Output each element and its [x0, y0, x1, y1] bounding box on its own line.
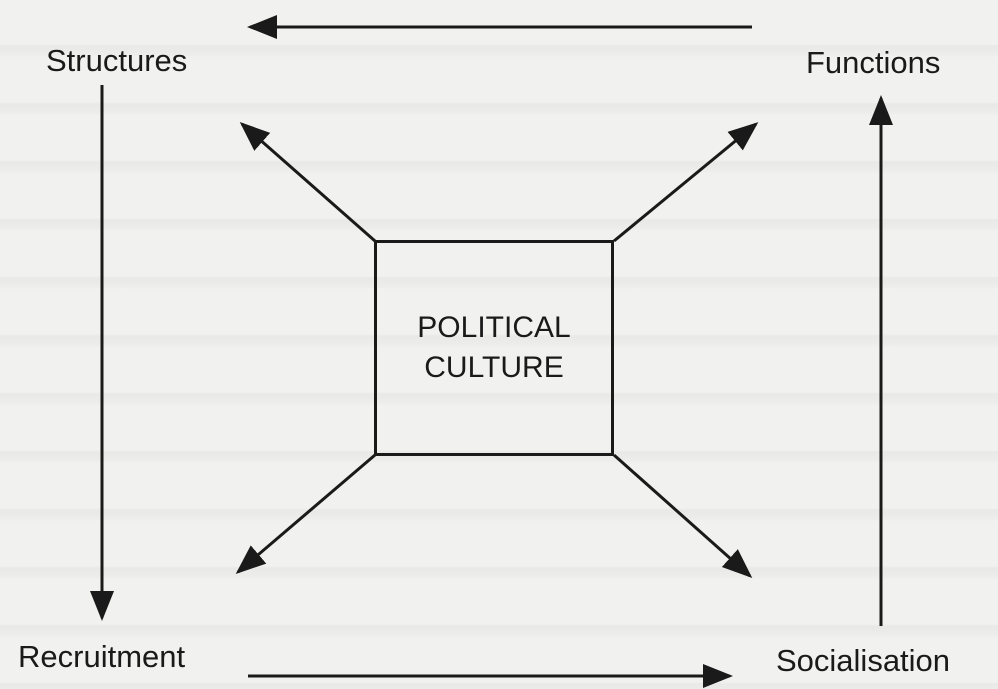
arrow-center-to-recruitment — [235, 453, 376, 574]
arrow-center-to-structures — [239, 122, 376, 243]
arrow-center-to-functions — [613, 122, 759, 243]
node-functions: Functions — [806, 45, 941, 80]
center-label-line2: CULTURE — [424, 351, 564, 384]
node-socialisation: Socialisation — [776, 643, 951, 678]
node-recruitment: Recruitment — [18, 639, 186, 674]
center-label-line1: POLITICAL — [417, 310, 571, 344]
node-structures: Structures — [46, 43, 188, 78]
arrow-center-to-socialisation — [613, 453, 753, 578]
political-culture-box: POLITICAL CULTURE — [374, 240, 614, 456]
